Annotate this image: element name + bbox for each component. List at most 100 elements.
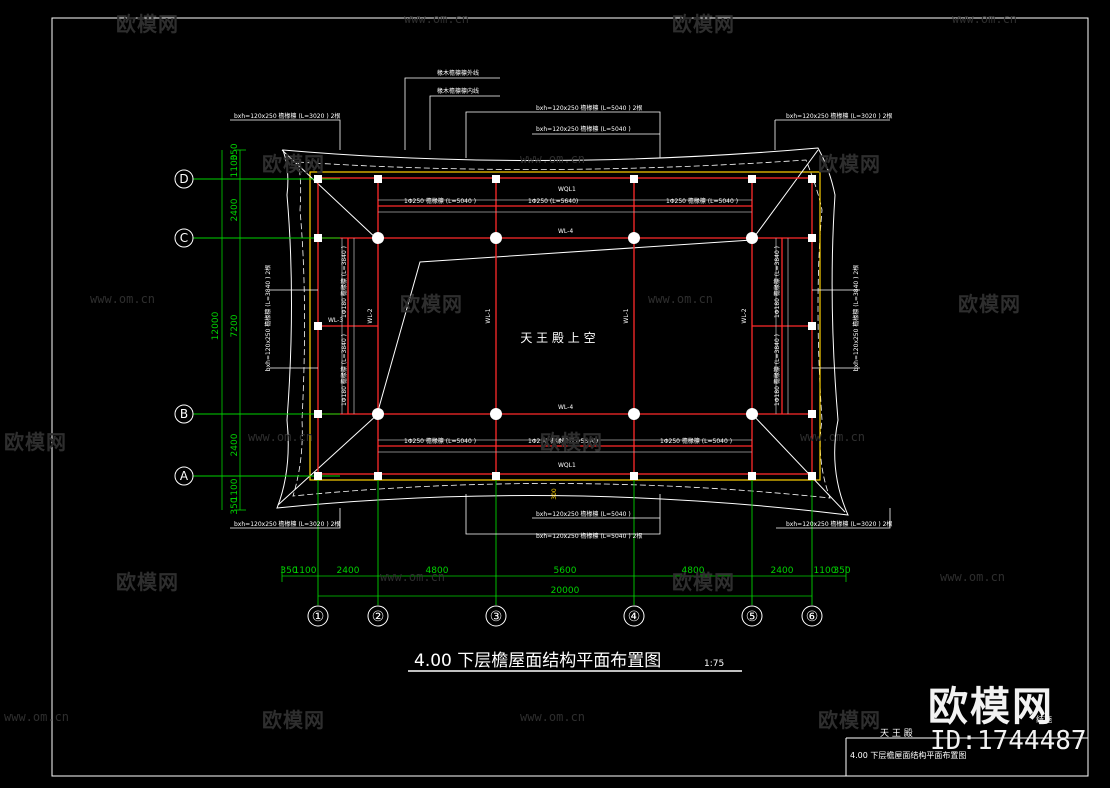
dim-left-1: 1100 — [230, 154, 240, 177]
anno-top-eave-1: bxh=120x250 檐椽檩 (L=5040 ) 2根 — [536, 104, 642, 112]
annotation-leaders — [230, 77, 891, 535]
anno-beam-wql1-bottom: WQL1 — [558, 462, 576, 469]
roof-inner-outline — [292, 159, 831, 499]
watermark-url: www.om.cn — [952, 12, 1018, 26]
anno-beam-wl2-right: WL-2 — [741, 308, 748, 323]
watermark-brand: 欧模网 — [818, 708, 881, 732]
watermark-url: www.om.cn — [520, 152, 586, 166]
anno-purlin-left-2: 1Φ180 檐椽檩 (L=3840 ) — [340, 334, 348, 406]
eave-ring-outer — [309, 171, 821, 481]
axis-col-4: ④ — [628, 609, 641, 625]
watermark-brand: 欧模网 — [262, 708, 325, 732]
anno-corner-bl: bxh=120x250 檐椽檩 (L=3020 ) 2根 — [234, 520, 340, 528]
anno-beam-wl3: WL-3 — [328, 317, 343, 324]
dim-left-3: 7200 — [230, 314, 240, 337]
anno-corner-br: bxh=120x250 檐椽檩 (L=3020 ) 2根 — [786, 520, 892, 528]
watermark-url: www.om.cn — [648, 292, 714, 306]
anno-top-eave-2: bxh=120x250 檐椽檩 (L=5040 ) — [536, 125, 631, 133]
dim-bottom-2: 2400 — [337, 566, 360, 576]
anno-side-right: bxh=120x250 檐椽檩 (L=3840 ) 2根 — [852, 265, 860, 371]
dim-left-total: 12000 — [211, 311, 221, 340]
watermark-brand: 欧模网 — [116, 570, 179, 594]
purlin-lines — [341, 199, 789, 453]
anno-beam-wl1-b: WL-1 — [623, 308, 630, 323]
watermark-url: www.om.cn — [520, 710, 586, 724]
anno-purlin-right-1: 1Φ180 檐椽檩 (L=3840 ) — [773, 246, 781, 318]
anno-purlin-right-2: 1Φ180 檐椽檩 (L=3840 ) — [773, 334, 781, 406]
anno-beam-wl1-a: WL-1 — [485, 308, 492, 323]
roof-outer-outline — [276, 147, 849, 516]
watermark-url: www.om.cn — [380, 570, 446, 584]
axis-lines — [193, 178, 813, 605]
axis-row-b: B — [180, 407, 188, 421]
dim-left-6: 350 — [230, 497, 240, 514]
dim-left-2: 2400 — [230, 198, 240, 221]
dim-bottom-4: 5600 — [554, 566, 577, 576]
columns — [314, 175, 816, 480]
watermark-brand: 欧模网 — [958, 292, 1021, 316]
dim-bottom-5: 4800 — [682, 566, 705, 576]
dim-bottom-3: 4800 — [426, 566, 449, 576]
watermark-url: www.om.cn — [940, 570, 1006, 584]
axis-col-6: ⑥ — [806, 609, 819, 625]
watermark-url: www.om.cn — [404, 12, 470, 26]
anno-beam-wql1-top: WQL1 — [558, 186, 576, 193]
watermark-url: www.om.cn — [4, 710, 70, 724]
anno-bottom-eave-2: bxh=120x250 檐椽檩 (L=5040 ) 2根 — [536, 532, 642, 540]
watermark-brand: 欧模网 — [672, 12, 735, 36]
dim-bottom-6: 2400 — [771, 566, 794, 576]
watermark-brand-large: 欧模网 — [928, 684, 1054, 730]
dim-left-0: 350 — [230, 143, 240, 160]
left-dimension-lines — [221, 149, 246, 511]
dim-left-5: 1100 — [230, 478, 240, 501]
axis-row-c: C — [180, 231, 188, 245]
watermark-brand: 欧模网 — [400, 292, 463, 316]
axis-bubbles — [174, 169, 823, 627]
dim-left-4: 2400 — [230, 433, 240, 456]
anno-beam-wl4-bottom: WL-4 — [558, 404, 573, 411]
title-block-sheet-title: 4.00 下层檐屋面结构平面布置图 — [850, 750, 966, 760]
dim-bottom-7: 1100 — [814, 566, 837, 576]
watermark-brand: 欧模网 — [672, 570, 735, 594]
dim-bottom-0: 350 — [280, 566, 297, 576]
drawing-title: 4.00 下层檐屋面结构平面布置图 — [414, 651, 661, 671]
axis-col-1: ① — [312, 609, 325, 625]
axis-row-a: A — [180, 469, 189, 483]
watermark-brand: 欧模网 — [262, 152, 325, 176]
axis-row-d: D — [179, 172, 188, 186]
corner-hip-beams — [277, 149, 846, 513]
axis-col-5: ⑤ — [746, 609, 759, 625]
anno-side-left: bxh=120x250 檐椽檩 (L=3840 ) 2根 — [264, 265, 272, 371]
watermark-url: www.om.cn — [800, 430, 866, 444]
watermark-url: www.om.cn — [248, 430, 314, 444]
anno-purlin-bottom-1: 1Φ250 檐椽檩 (L=5040 ) — [404, 437, 476, 445]
anno-purlin-bottom-3: 1Φ250 檐椽檩 (L=5040 ) — [660, 437, 732, 445]
watermark-brand: 欧模网 — [818, 152, 881, 176]
anno-purlin-top-2: 1Φ250 (L=5640) — [528, 198, 578, 205]
watermark-brand: 欧模网 — [116, 12, 179, 36]
watermark-url: www.om.cn — [90, 292, 156, 306]
anno-purlin-left-1: 1Φ180 檐椽檩 (L=3840 ) — [340, 246, 348, 318]
red-beams — [317, 177, 813, 475]
center-leader — [375, 239, 753, 419]
anno-bottom-eave-1: bxh=120x250 檐椽檩 (L=5040 ) — [536, 510, 631, 518]
axis-col-2: ② — [372, 609, 385, 625]
anno-purlin-top-1: 1Φ250 檐椽檩 (L=5040 ) — [404, 197, 476, 205]
dim-bottom-8: 350 — [833, 566, 850, 576]
title-block-sheet-no: 结施 — [1036, 714, 1052, 724]
drawing-scale: 1:75 — [704, 659, 724, 669]
anno-top-leader-1: 椽木檐檩檩外线 — [437, 69, 479, 77]
anno-purlin-bottom-2: 1Φ250 檐椽檩 (L=5640) — [528, 437, 598, 445]
anno-corner-tl: bxh=120x250 檐椽檩 (L=3020 ) 2根 — [234, 112, 340, 120]
title-block-project: 天 王 殿 — [880, 728, 913, 739]
dim-bottom-total: 20000 — [551, 586, 580, 596]
watermark-brand: 欧模网 — [540, 430, 603, 454]
anno-purlin-top-3: 1Φ250 檐椽檩 (L=5040 ) — [666, 197, 738, 205]
anno-dim-300: 300 — [551, 488, 558, 500]
center-label: 天 王 殿 上 空 — [520, 331, 595, 345]
anno-top-leader-2: 椽木檐檩檩内线 — [437, 87, 479, 95]
anno-corner-tr: bxh=120x250 檐椽檩 (L=3020 ) 2根 — [786, 112, 892, 120]
watermark-id: ID:1744487 — [930, 726, 1087, 756]
dim-bottom-1: 1100 — [294, 566, 317, 576]
axis-col-3: ③ — [490, 609, 503, 625]
